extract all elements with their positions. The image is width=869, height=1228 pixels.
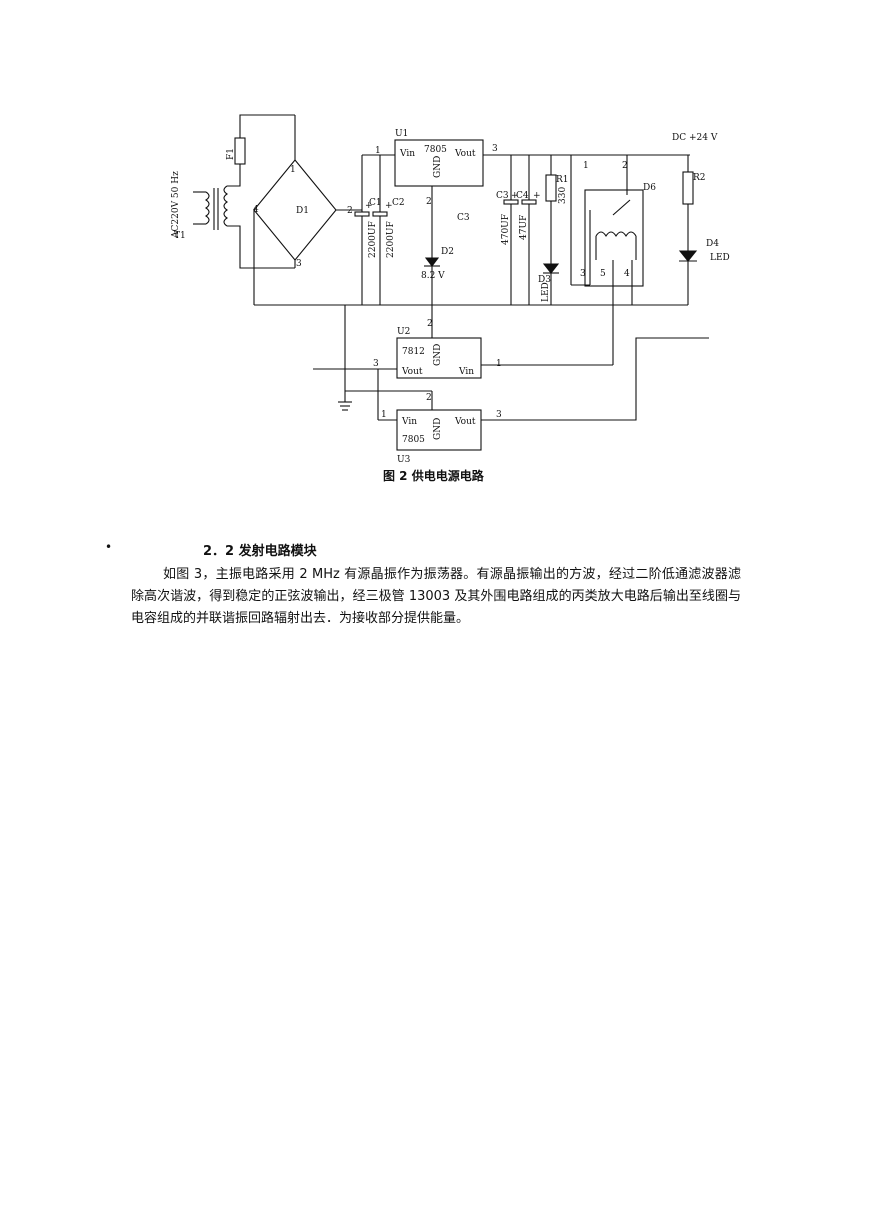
- label-u3-vin: Vin: [401, 417, 417, 427]
- label-u1-gnd: GND: [433, 156, 443, 178]
- label-u2: U2: [397, 327, 410, 337]
- list-bullet: •: [105, 540, 113, 554]
- label-d4: D4: [706, 239, 719, 249]
- label-u1-part: 7805: [424, 145, 447, 155]
- circuit-wires: [193, 114, 709, 451]
- label-t1: T1: [174, 231, 186, 241]
- circuit-text: AC220V 50 Hz T1 F1 D1 1 4 3 2 C1 C2 + + …: [171, 129, 730, 483]
- label-u3-vout: Vout: [454, 417, 476, 427]
- label-c3: C3: [496, 191, 509, 201]
- relay-pin1: 1: [583, 161, 589, 171]
- label-f1: F1: [226, 148, 236, 160]
- u1-pin3: 3: [492, 144, 498, 154]
- label-d3: D3: [538, 275, 551, 285]
- u1-pin1: 1: [375, 146, 381, 156]
- u3-pin2: 2: [426, 393, 432, 403]
- label-dc-out: DC +24 V: [672, 133, 718, 143]
- section-paragraph: 如图 3，主振电路采用 2 MHz 有源晶振作为振荡器。有源晶振输出的方波，经过…: [131, 567, 741, 626]
- label-r1-value: 330: [558, 187, 568, 204]
- label-c3-mid: C3: [457, 213, 470, 223]
- u3-pin3: 3: [496, 410, 502, 420]
- relay-pin3: 3: [580, 269, 586, 279]
- bridge-pin2: 2: [347, 206, 353, 216]
- bridge-pin3: 3: [296, 259, 302, 269]
- label-d4-value: LED: [710, 253, 730, 263]
- c2-plus: +: [385, 201, 393, 211]
- u1-pin2: 2: [426, 197, 432, 207]
- relay-pin2: 2: [622, 161, 628, 171]
- c3-plus: +: [511, 191, 519, 201]
- label-u1-vin: Vin: [399, 149, 415, 159]
- figure-caption: 图 2 供电电源电路: [383, 468, 485, 483]
- label-u1: U1: [395, 129, 408, 139]
- u2-pin2: 2: [427, 319, 433, 329]
- c1-plus: +: [365, 201, 373, 211]
- u2-pin3: 3: [373, 359, 379, 369]
- label-c2: C2: [392, 198, 405, 208]
- label-r2: R2: [693, 173, 706, 183]
- label-c4-value: 47UF: [519, 215, 529, 240]
- label-d6: D6: [643, 183, 656, 193]
- label-source: AC220V 50 Hz: [171, 171, 181, 239]
- label-d3-value: LED: [541, 282, 551, 302]
- u3-pin1: 1: [381, 410, 387, 420]
- power-supply-circuit-diagram: AC220V 50 Hz T1 F1 D1 1 4 3 2 C1 C2 + + …: [171, 114, 730, 483]
- bridge-pin1: 1: [290, 165, 296, 175]
- bridge-pin4: 4: [253, 205, 259, 215]
- u2-pin1: 1: [496, 359, 502, 369]
- label-u2-gnd: GND: [433, 344, 443, 366]
- label-u1-vout: Vout: [454, 149, 476, 159]
- label-c3-value: 470UF: [501, 214, 511, 245]
- label-u3-gnd: GND: [433, 418, 443, 440]
- section-heading: 2．2 发射电路模块: [203, 544, 317, 559]
- label-u2-vout: Vout: [401, 367, 423, 377]
- label-d1: D1: [296, 206, 309, 216]
- label-d2-value: 8.2 V: [421, 271, 445, 281]
- relay-pin4: 4: [624, 269, 630, 279]
- label-c1-value: 2200UF: [368, 221, 378, 258]
- label-c1: C1: [369, 198, 382, 208]
- label-u3: U3: [397, 455, 411, 465]
- label-u2-part: 7812: [402, 347, 425, 357]
- label-r1: R1: [556, 175, 569, 185]
- label-u2-vin: Vin: [458, 367, 474, 377]
- c4-plus: +: [533, 191, 541, 201]
- label-c4: C4: [516, 191, 529, 201]
- label-d2: D2: [441, 247, 454, 257]
- label-u3-part: 7805: [402, 435, 425, 445]
- label-c2-value: 2200UF: [386, 221, 396, 258]
- relay-pin5: 5: [600, 269, 606, 279]
